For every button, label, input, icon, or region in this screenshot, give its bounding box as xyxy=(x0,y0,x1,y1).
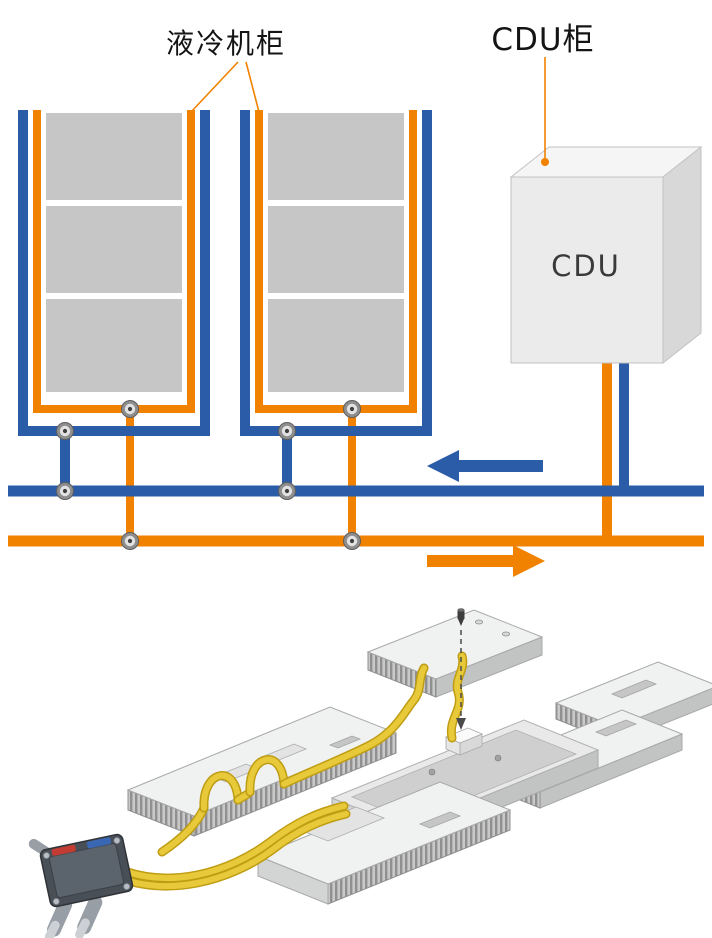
standoff-post xyxy=(474,619,483,625)
cabinet2-orange-loop xyxy=(255,110,417,413)
server-block xyxy=(46,299,182,392)
quick-connector xyxy=(28,833,134,938)
pipe-junction xyxy=(343,400,361,418)
cooling-cabinet-label: 液冷机柜 xyxy=(165,27,287,60)
pipe-junction xyxy=(56,482,74,500)
supply-flow-arrow-left xyxy=(427,450,543,482)
cooling-cabinet-2 xyxy=(240,110,432,541)
cabinet1-orange-loop xyxy=(33,110,195,413)
pipe-junction xyxy=(343,532,361,550)
insertion-arrow xyxy=(456,718,466,730)
pipe-junction xyxy=(278,482,296,500)
server-module-illustration xyxy=(28,608,712,938)
pipe-junction xyxy=(121,400,139,418)
server-block xyxy=(46,206,182,293)
cabinet2-blue-loop xyxy=(240,110,432,436)
cdu-box-text: CDU xyxy=(551,249,621,283)
flange-screw xyxy=(52,898,60,905)
cabinet1-blue-loop xyxy=(18,110,210,436)
flange-screw xyxy=(123,883,131,890)
cdu-cabinet-label: CDU柜 xyxy=(491,22,595,58)
cabinet-leader-line xyxy=(190,61,239,113)
server-block xyxy=(268,206,404,293)
return-flow-arrow-right xyxy=(427,545,545,577)
label-leader-lines xyxy=(190,57,546,160)
piping-schematic xyxy=(8,57,704,577)
coolant-tubes xyxy=(105,651,468,891)
server-blade-bottom xyxy=(256,781,512,905)
flange-screw xyxy=(113,837,121,844)
cdu-box xyxy=(509,145,703,365)
server-block xyxy=(268,113,404,200)
blue-mark xyxy=(86,837,112,849)
cdu-leader-dot xyxy=(541,158,549,166)
standoff-post xyxy=(501,631,510,637)
cooling-cabinet-1 xyxy=(18,110,210,541)
flange-screw xyxy=(43,852,50,859)
red-mark xyxy=(51,844,76,856)
tray-screw xyxy=(428,768,436,776)
server-block xyxy=(268,299,404,392)
pipe-junction xyxy=(278,422,296,440)
server-block xyxy=(46,113,182,200)
tray-screw xyxy=(494,754,502,762)
pipe-junction xyxy=(56,422,74,440)
insertion-guide xyxy=(456,608,466,730)
cabinet-leader-line xyxy=(245,61,260,113)
pipe-junction xyxy=(121,532,139,550)
screw-icon xyxy=(457,608,465,626)
